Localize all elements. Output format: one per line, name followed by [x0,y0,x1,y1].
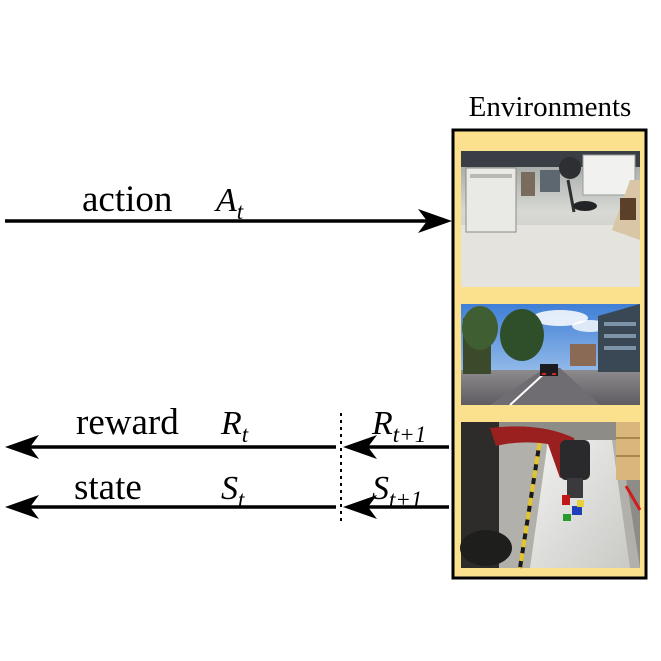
reward-next-symbol: Rt+1 [371,405,426,447]
reward-label: reward [76,402,179,443]
environments-title: Environments [469,91,632,123]
state-arrow [5,495,336,519]
action-arrow [5,209,452,233]
action-symbol: At [214,182,244,224]
reward-arrow [5,435,336,459]
action-label: action [82,179,172,220]
state-symbol: St [221,470,245,512]
state-label: state [74,467,142,508]
city-street-photo [461,304,640,406]
reward-next-arrow [343,435,449,459]
state-next-arrow [343,495,449,519]
reward-symbol: Rt [220,405,249,447]
robot-arm-table-photo [460,422,642,569]
indoor-lab-photo [461,151,640,287]
state-next-symbol: St+1 [372,470,422,512]
